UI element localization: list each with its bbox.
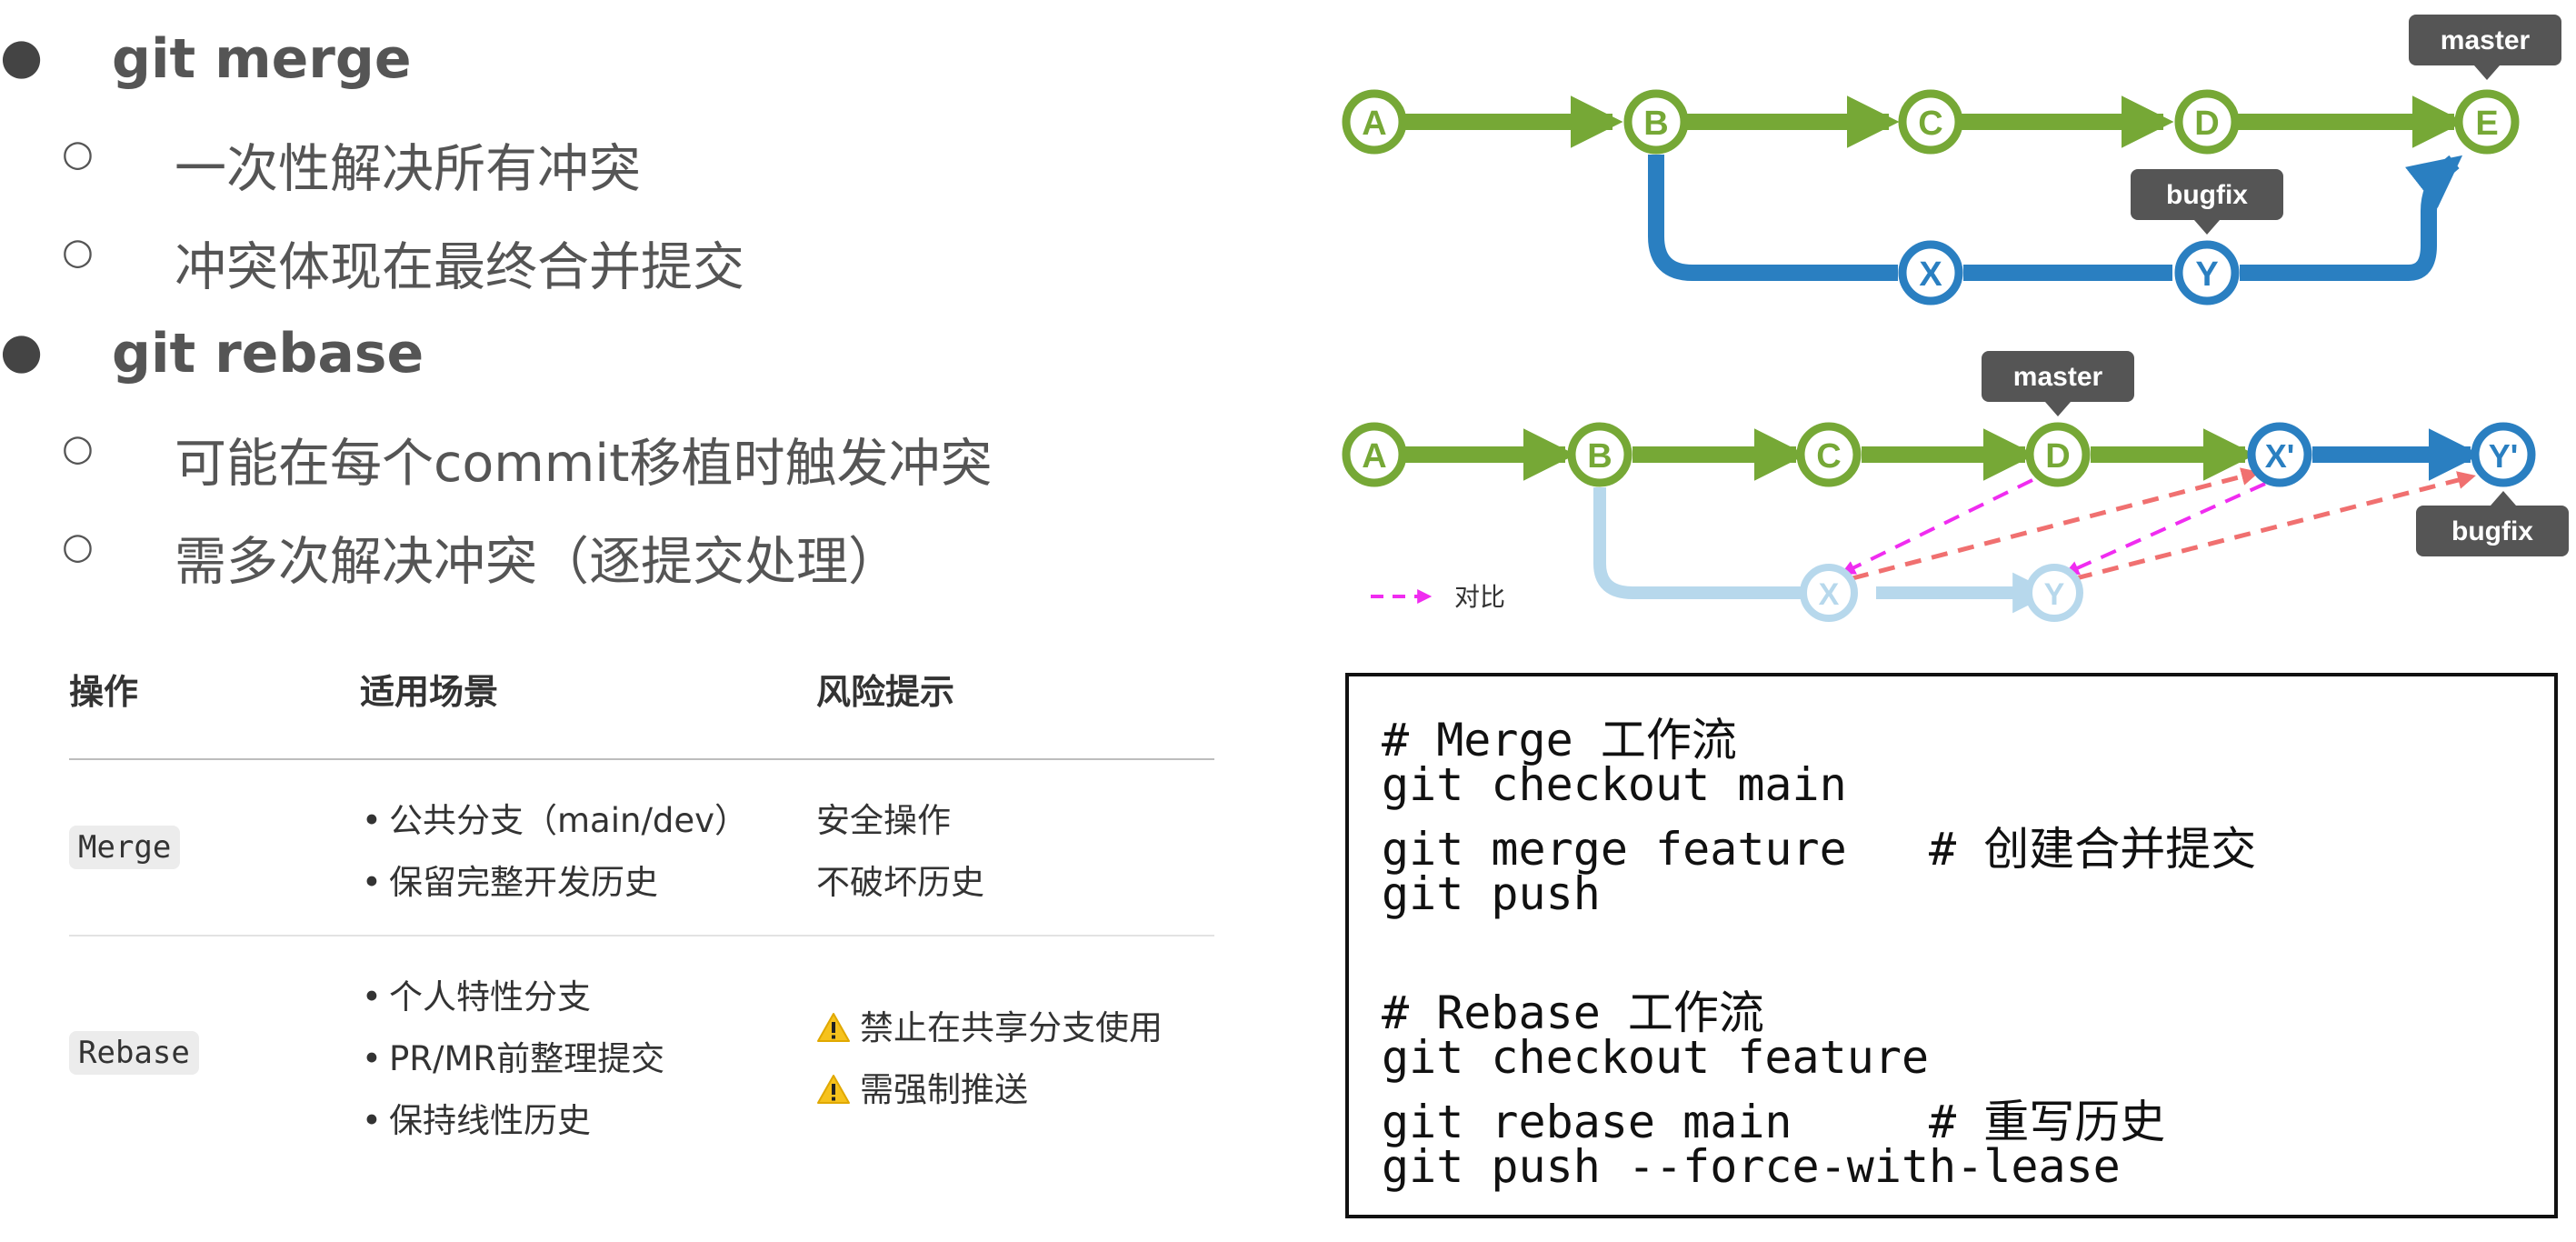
commit-node: X' [2247,422,2312,487]
code-line: git checkout main [1382,758,1847,811]
commit-node: B [1623,89,1689,155]
circle-bullet-icon: ○ [62,133,94,175]
git-graph-diagram: A B C D E X Y master bugfix [1342,15,2569,622]
edge-b-x [1648,155,1898,281]
svg-text:E: E [2475,105,2498,143]
svg-text:bugfix: bugfix [2166,180,2248,210]
scenario-item: •公共分支（main/dev） [362,801,749,840]
risk-item: 禁止在共享分支使用 [816,1000,1163,1049]
scenario-item: •保留完整开发历史 [362,863,658,902]
svg-text:D: D [2045,437,2070,476]
svg-text:B: B [1643,105,1668,143]
commit-node: Y' [2471,422,2536,487]
edge-b-x-ghost [1593,487,1829,599]
commit-node: Y [2174,240,2240,305]
op-chip: Rebase [69,1031,199,1075]
svg-text:master: master [2013,362,2103,392]
warning-icon [817,1075,850,1104]
circle-bullet-icon: ○ [62,526,94,567]
code-block: # Merge 工作流 git checkout main git merge … [1345,673,2558,1218]
commit-node: D [2174,89,2240,155]
svg-text:master: master [2441,25,2531,55]
code-line: git rebase main # 重写历史 [1382,1096,2166,1148]
bullet-icon: ● [0,322,44,379]
code-line: git push [1382,867,1601,920]
svg-text:A: A [1362,105,1386,143]
outline-item-text: git rebase [112,322,424,386]
svg-text:B: B [1587,437,1612,476]
svg-text:Y: Y [2195,255,2218,294]
svg-text:Y: Y [2044,577,2065,612]
commit-node: D [2025,422,2091,487]
svg-text:A: A [1362,437,1386,476]
legend-label: 对比 [1454,582,1505,612]
code-line: git checkout feature [1382,1031,1930,1084]
commit-node: C [1796,422,1862,487]
commit-node: X [1898,240,1963,305]
branch-tag-master: master [2409,15,2561,80]
edge-y-e [2240,155,2463,281]
branch-tag-bugfix: bugfix [2131,169,2283,235]
svg-text:X: X [1919,255,1942,294]
outline-subitem-text: 可能在每个commit移植时触发冲突 [175,434,993,494]
branch-tag-master: master [1982,351,2134,416]
svg-text:X': X' [2265,437,2295,475]
risk-item: 需强制推送 [816,1062,1028,1111]
circle-bullet-icon: ○ [62,427,94,469]
op-chip: Merge [69,826,181,869]
scenario-item: •保持线性历史 [362,1101,591,1140]
merge-graph: A B C D E X Y master bugfix [1342,15,2561,305]
bullet-icon: ● [0,27,44,85]
svg-text:D: D [2194,105,2219,143]
warning-icon [817,1013,850,1042]
table-header-op: 操作 [69,672,139,712]
commit-node: A [1342,89,1407,155]
commit-node-ghost: X [1800,564,1858,622]
table-header-risk: 风险提示 [816,672,955,712]
table-row-divider [69,935,1214,937]
replay-arrow [2075,471,2476,581]
commit-node: C [1898,89,1963,155]
branch-tag-bugfix: bugfix [2416,491,2569,556]
svg-text:Y': Y' [2489,437,2519,475]
code-line: # Merge 工作流 [1382,714,1737,766]
table-header-scenario: 适用场景 [360,672,499,712]
replay-arrow [1852,467,2260,581]
circle-bullet-icon: ○ [62,231,94,273]
svg-text:C: C [1816,437,1841,476]
commit-node: A [1342,422,1407,487]
code-line: git push --force-with-lease [1382,1140,2121,1193]
svg-text:C: C [1918,105,1942,143]
code-line: git merge feature # 创建合并提交 [1382,823,2257,876]
rebase-graph: A B C D X' Y' X Y master bugfix 对比 [1342,351,2569,622]
outline-subitem-text: 冲突体现在最终合并提交 [175,237,744,297]
risk-item: 安全操作 [816,801,951,840]
svg-text:bugfix: bugfix [2451,516,2533,546]
code-line: # Rebase 工作流 [1382,987,1764,1039]
scenario-item: •个人特性分支 [362,977,591,1017]
risk-item: 不破坏历史 [816,863,984,902]
scenario-item: •PR/MR前整理提交 [362,1039,665,1078]
svg-text:X: X [1819,577,1840,612]
table-header-divider [69,758,1214,760]
commit-node: B [1567,422,1632,487]
outline-item-text: git merge [112,27,412,91]
legend-compare: 对比 [1371,582,1505,612]
commit-node: E [2454,89,2520,155]
compare-arrow [1841,478,2033,575]
commit-node-ghost: Y [2025,564,2083,622]
outline-subitem-text: 需多次解决冲突（逐提交处理） [175,532,900,592]
compare-arrow [2064,482,2266,576]
outline-subitem-text: 一次性解决所有冲突 [175,139,641,199]
